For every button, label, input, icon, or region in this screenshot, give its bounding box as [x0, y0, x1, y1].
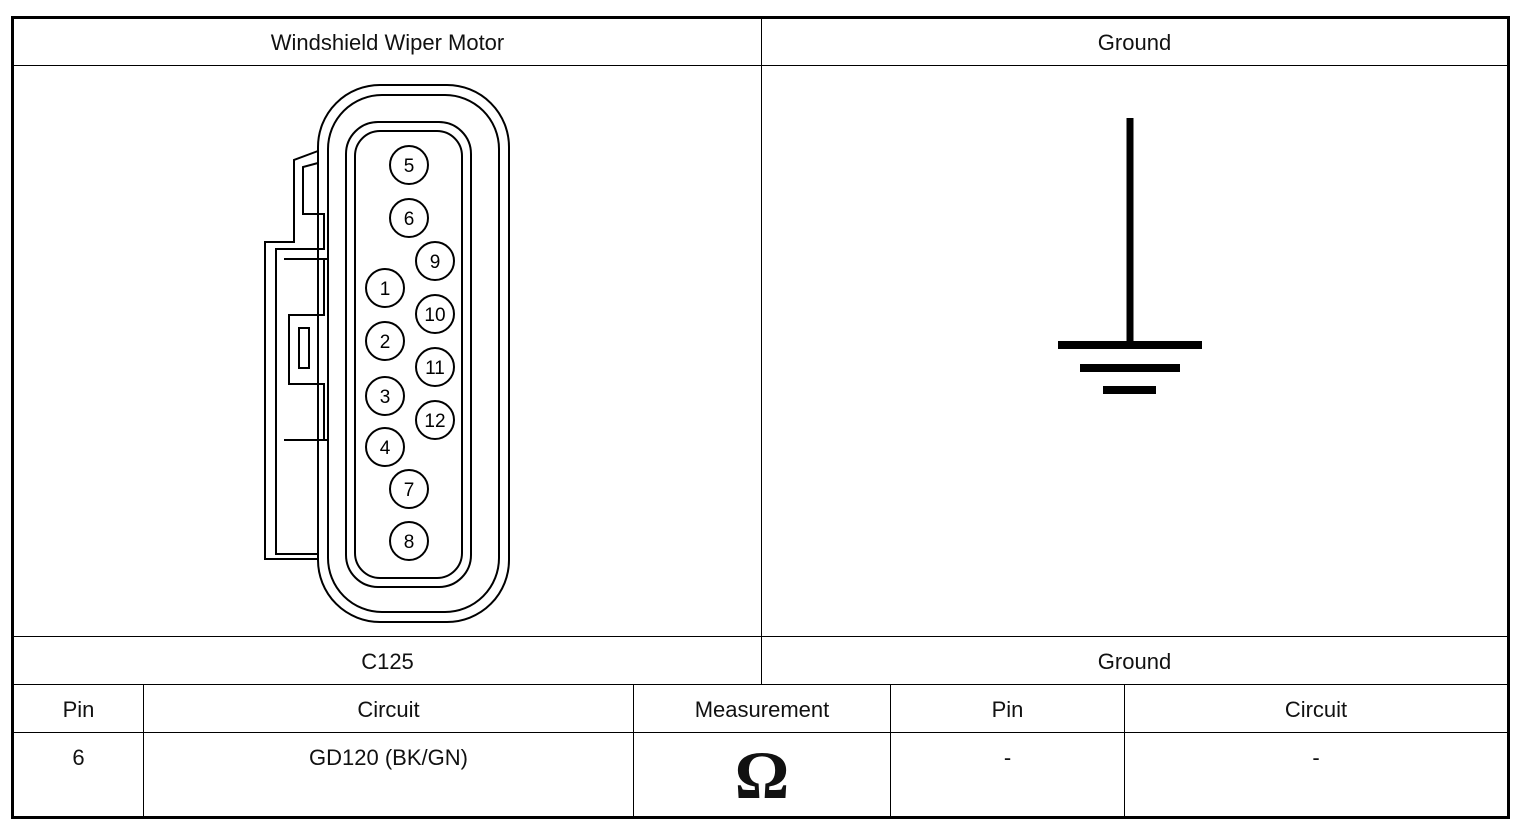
table-cell-circuit: GD120 (BK/GN): [309, 745, 468, 770]
diagram-sheet: Windshield Wiper Motor Ground 5 6 9 1 10 2 11 3…: [11, 16, 1510, 819]
connector-pin: 4: [365, 427, 405, 467]
table-cell-pin: 6: [72, 745, 85, 770]
pin-circle: [389, 145, 429, 185]
connector-pin: 5: [389, 145, 429, 185]
ground-label: Ground: [1097, 649, 1172, 674]
divider: [14, 684, 1507, 685]
connector-housing: [264, 84, 510, 623]
pin-label: 8: [404, 532, 415, 553]
pin-label: 9: [430, 252, 441, 273]
pin-label: 12: [424, 411, 445, 432]
pin-circle: [365, 321, 405, 361]
divider: [761, 19, 762, 684]
pin-circle: [365, 427, 405, 467]
divider: [143, 684, 144, 819]
connector-pin: 6: [389, 198, 429, 238]
connector-title: Windshield Wiper Motor: [270, 30, 505, 55]
pin-label: 4: [380, 438, 391, 459]
pin-circle: [415, 241, 455, 281]
table-cell-circuit-2: -: [1312, 745, 1320, 770]
table-header-circuit: Circuit: [357, 697, 420, 722]
divider: [14, 65, 1507, 66]
pin-label: 1: [380, 279, 391, 300]
table-header-circuit-2: Circuit: [1284, 697, 1348, 722]
pin-label: 11: [425, 358, 445, 379]
connector-pin: 1: [365, 268, 405, 308]
connector-pin: 3: [365, 376, 405, 416]
pin-circle: [365, 376, 405, 416]
pin-circle: [389, 469, 429, 509]
pin-label: 7: [404, 480, 415, 501]
pin-circle: [415, 347, 455, 387]
table-header-measurement: Measurement: [694, 697, 830, 722]
connector-pin: 10: [415, 294, 455, 334]
table-header-pin-2: Pin: [991, 697, 1024, 722]
pin-circle: [389, 521, 429, 561]
connector-pin: 8: [389, 521, 429, 561]
pin-label: 5: [404, 156, 415, 177]
pin-circle: [415, 400, 455, 440]
connector-pin: 12: [415, 400, 455, 440]
divider: [890, 684, 891, 819]
connector-pins: 5 6 9 1 10 2 11 3 12 47 8: [365, 145, 455, 561]
ground-symbol: [1058, 118, 1202, 394]
divider: [633, 684, 634, 819]
connector-pin: 11: [415, 347, 455, 387]
table-cell-pin-2: -: [1003, 745, 1012, 770]
ohm-icon: Ω: [734, 737, 790, 813]
connector-pin: 9: [415, 241, 455, 281]
pin-label: 3: [380, 387, 391, 408]
divider: [1124, 684, 1125, 819]
pin-label: 6: [404, 209, 415, 230]
divider: [14, 732, 1507, 733]
pin-circle: [415, 294, 455, 334]
table-header-pin: Pin: [62, 697, 95, 722]
connector-id: C125: [361, 649, 414, 674]
connector-pin: 2: [365, 321, 405, 361]
divider: [14, 636, 1507, 637]
pin-circle: [389, 198, 429, 238]
connector-pin: 7: [389, 469, 429, 509]
pin-label: 10: [424, 305, 445, 326]
connector-face-drawing: [264, 84, 510, 623]
pin-circle: [365, 268, 405, 308]
ground-title: Ground: [1097, 30, 1172, 55]
pin-label: 2: [380, 332, 391, 353]
